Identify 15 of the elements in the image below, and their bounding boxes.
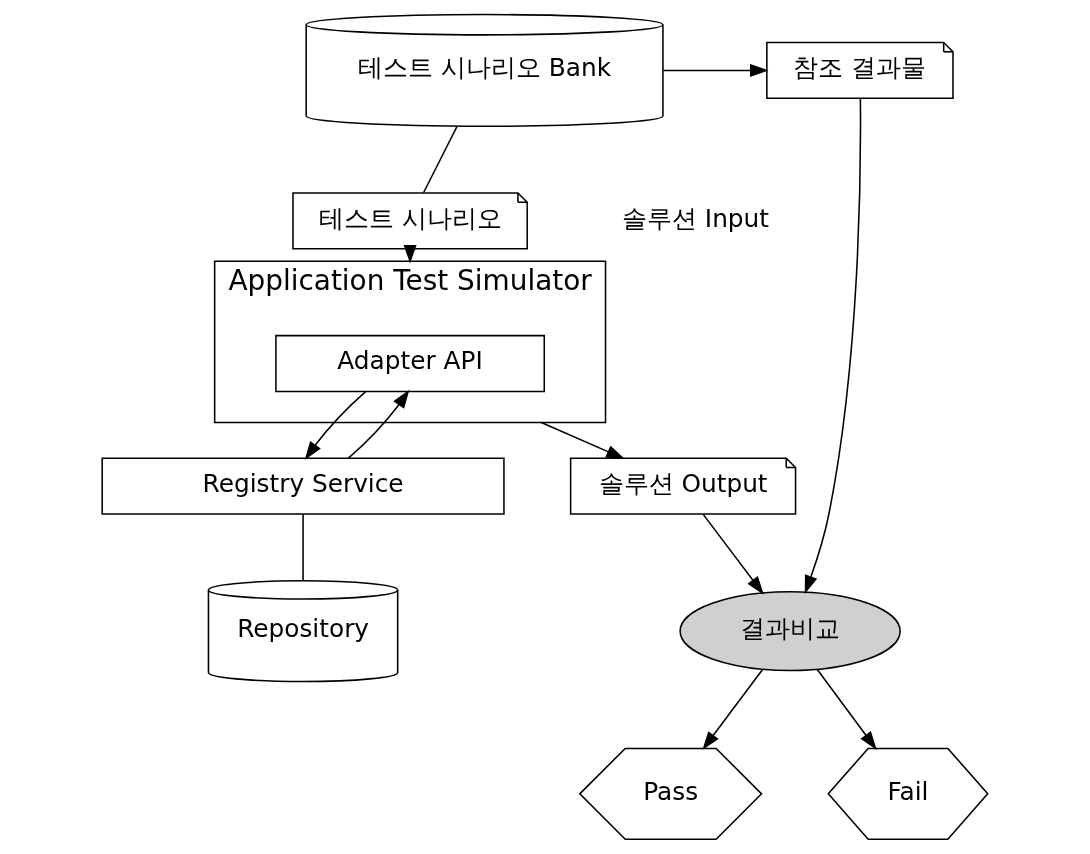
arrow: [816, 668, 877, 750]
node-ellipse: 결과비교: [679, 590, 901, 672]
connector: [302, 513, 304, 582]
arrow: [347, 389, 410, 459]
node-box: Registry Service: [101, 457, 505, 515]
arrow: [804, 97, 862, 594]
node-label: 솔루션 Input: [621, 203, 770, 233]
arrow: [540, 421, 625, 460]
node-box: Adapter API: [275, 334, 546, 393]
arrow: [304, 390, 367, 461]
arrow: [662, 63, 769, 77]
arrow: [702, 513, 764, 595]
arrow: [403, 244, 417, 264]
arrow: [702, 668, 764, 750]
connector: [422, 125, 458, 194]
